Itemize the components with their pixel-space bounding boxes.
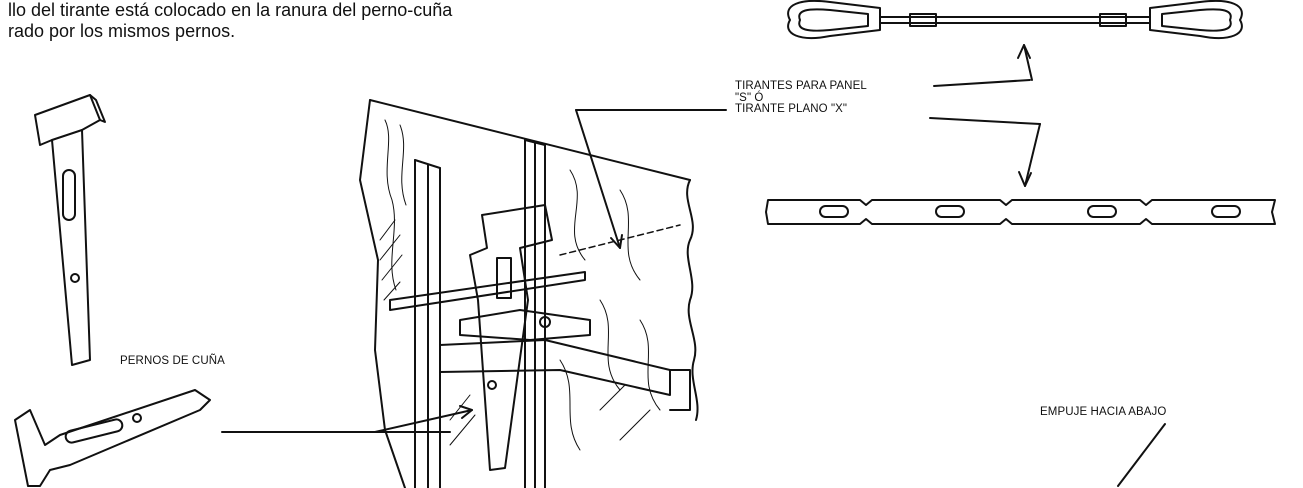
ties-label-line-2: "S" Ó [735, 92, 764, 104]
formwork-panel-illustration [359, 99, 699, 488]
intro-paragraph: llo del tirante está colocado en la ranu… [8, 0, 452, 42]
ties-label-line-1: TIRANTES PARA PANEL [735, 80, 867, 92]
loop-end-tie-illustration [787, 0, 1243, 40]
intro-line-1: llo del tirante está colocado en la ranu… [8, 0, 453, 20]
intro-line-2: rado por los mismos pernos. [8, 21, 236, 41]
ties-label-line-3: TIRANTE PLANO "X" [735, 103, 848, 115]
wedge-bolts-label: PERNOS DE CUÑA [120, 355, 225, 367]
wedge-bolt-flat-illustration [14, 389, 211, 487]
arrow-up-icon [1023, 44, 1033, 81]
wedge-bolt-upright-illustration [34, 94, 106, 366]
push-down-label: EMPUJE HACIA ABAJO [1040, 406, 1167, 418]
flat-tie-illustration [765, 199, 1276, 225]
